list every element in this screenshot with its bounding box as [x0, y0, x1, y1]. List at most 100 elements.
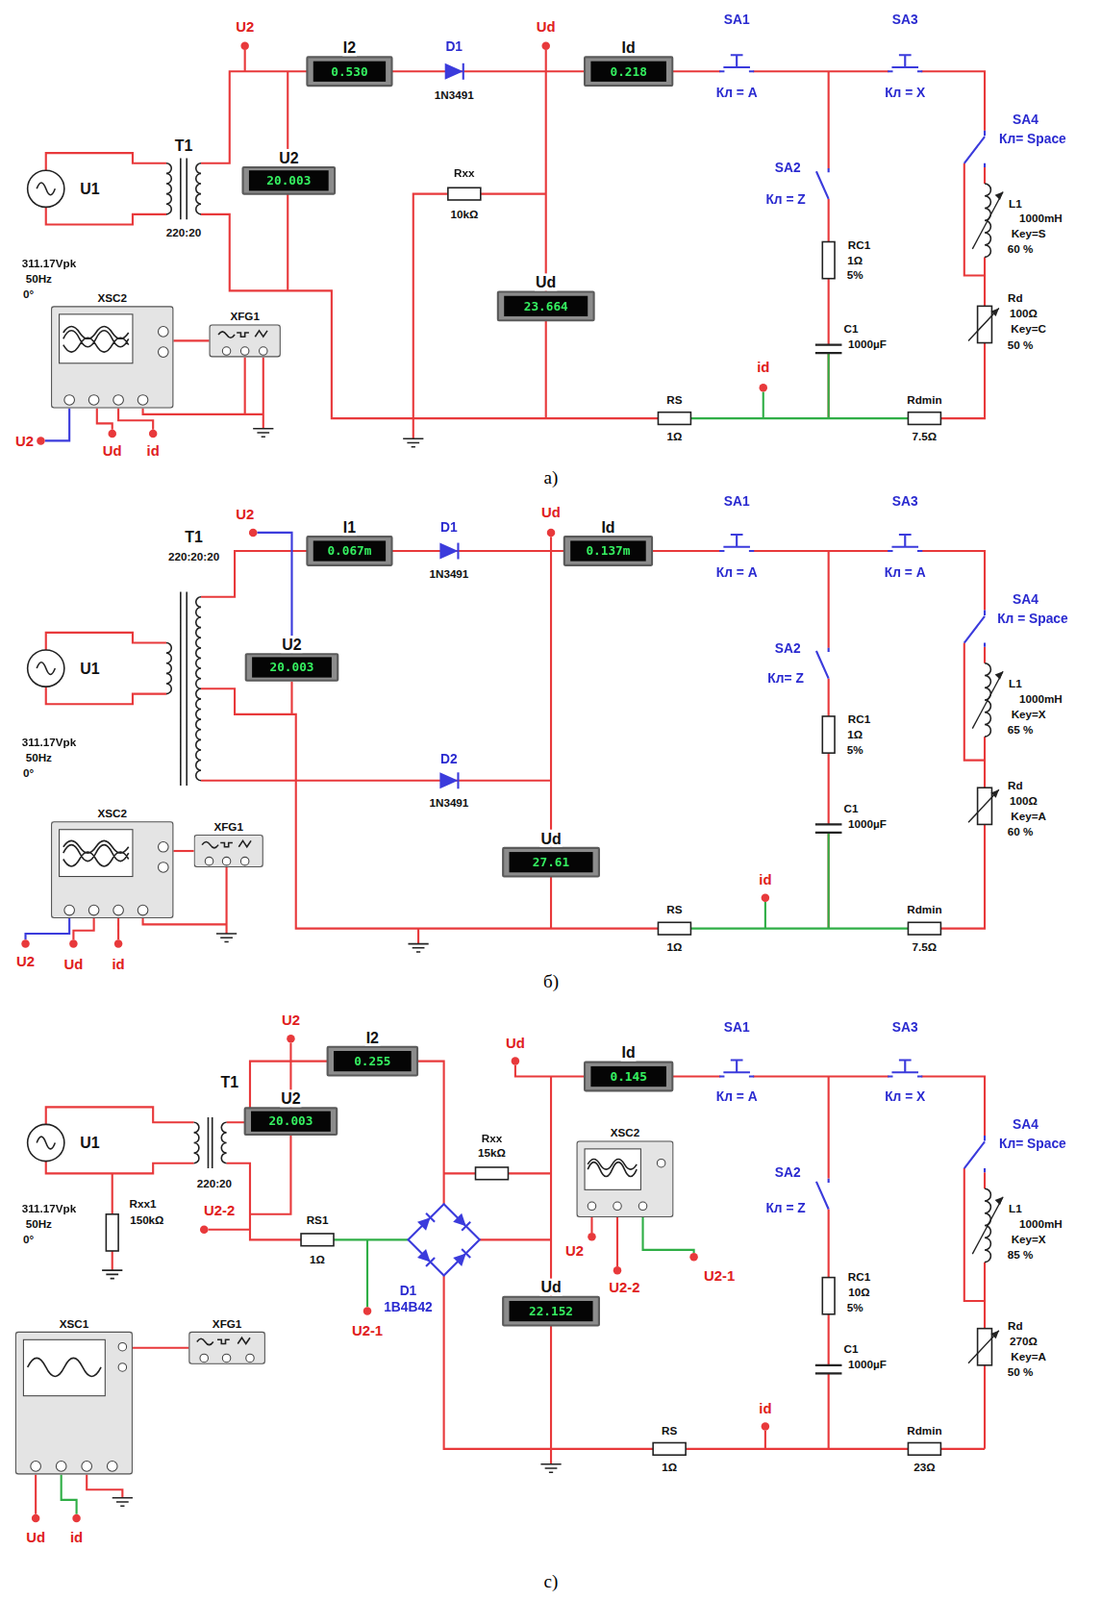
- switch-label: Кл = X: [883, 1089, 926, 1105]
- component-value: L1: [1007, 198, 1024, 211]
- diode-symbol: [445, 63, 464, 80]
- ground-symbol: [112, 1498, 133, 1506]
- switch-label: SA3: [891, 494, 920, 510]
- component-value: 1000mH: [1018, 211, 1064, 225]
- switch-label: SA1: [723, 494, 751, 510]
- instrument-name: Ud: [534, 273, 557, 291]
- component-value: 1N3491: [427, 568, 470, 581]
- component-value: C1: [842, 322, 859, 335]
- switch-label: Кл = A: [715, 565, 759, 581]
- terminals: [30, 1342, 127, 1472]
- component-value: Rхх1: [128, 1197, 158, 1210]
- meter-reading: 0.255: [333, 1050, 412, 1072]
- ground-symbol: [101, 1270, 123, 1278]
- component-value: Key=S: [1010, 226, 1048, 240]
- probe-label: Ud: [101, 442, 124, 459]
- probe-dot: [107, 429, 116, 438]
- resistor-symbol: [448, 187, 481, 201]
- diode-symbol: [452, 1213, 471, 1231]
- probe-label: U2: [14, 432, 35, 450]
- meter-reading: 0.067m: [313, 540, 386, 561]
- probe-dot: [31, 1514, 40, 1523]
- probe-label: U2-1: [350, 1322, 384, 1339]
- instrument-name: I1: [342, 518, 357, 536]
- instrument-name: XSC1: [58, 1317, 91, 1330]
- meter-display: Ud22.152: [501, 1296, 601, 1327]
- waveform: [587, 1158, 637, 1177]
- meter-reading: 0.137m: [570, 540, 647, 561]
- meter-reading: 20.003: [249, 170, 329, 191]
- component-value: 1N3491: [427, 796, 470, 809]
- meter-display: I20.255: [326, 1046, 420, 1077]
- probe-label: id: [146, 442, 161, 459]
- meter-display: Ud27.61: [501, 847, 601, 878]
- component-value: 60 %: [1006, 825, 1035, 838]
- oscilloscope: XSC2: [576, 1140, 675, 1218]
- oscilloscope: XSC2: [50, 821, 174, 919]
- transformer-coil: [194, 1117, 227, 1169]
- diode-symbol: [439, 772, 458, 789]
- resistor-symbol: [822, 1277, 835, 1315]
- switch-label: SA3: [891, 1021, 920, 1037]
- waveform: [197, 1337, 251, 1345]
- generator-body: [188, 1331, 266, 1365]
- component-value: 100Ω: [1008, 306, 1039, 320]
- component-value: 100Ω: [1008, 794, 1039, 807]
- probe-label: Ud: [62, 955, 84, 973]
- pushbutton-symbol: [887, 54, 923, 76]
- component-value: Key=A: [1009, 809, 1048, 823]
- probe-dot: [761, 894, 770, 902]
- switch-label: SA2: [774, 641, 802, 657]
- component-value: 50 %: [1006, 338, 1035, 351]
- component-value: 1N3491: [433, 88, 476, 101]
- instrument-name: I2: [342, 38, 357, 56]
- component-value: Rхх: [480, 1132, 504, 1146]
- caption: а): [543, 467, 560, 489]
- ground-symbol: [402, 438, 424, 447]
- component-value: 50Hz: [25, 272, 53, 285]
- switch-label: SA1: [723, 12, 751, 28]
- component-label: U1: [78, 659, 101, 677]
- switch-symbol: [964, 1135, 991, 1173]
- oscilloscope-body: [50, 305, 174, 408]
- wire: [61, 1210, 695, 1515]
- instrument-name: Ud: [539, 828, 562, 847]
- meter-display: I20.530: [305, 55, 393, 87]
- instrument-name: XSC2: [609, 1126, 642, 1140]
- switch-label: SA3: [891, 12, 920, 28]
- component-value: 50Hz: [25, 1218, 53, 1231]
- probe-dot: [613, 1266, 622, 1275]
- probe-dot: [21, 939, 29, 948]
- component-label: T1: [183, 527, 204, 546]
- component-label: U1: [78, 179, 101, 198]
- instrument-name: XFG1: [211, 1317, 244, 1330]
- meter-display: Id0.218: [583, 55, 674, 87]
- ground-symbol: [540, 1464, 561, 1473]
- instrument-name: Id: [600, 518, 616, 536]
- switch-label: D2: [439, 752, 459, 769]
- component-value: RC1: [847, 1271, 872, 1284]
- resistor-symbol: [475, 1167, 509, 1180]
- component-value: Key=A: [1009, 1351, 1048, 1364]
- component-value: 311.17Vpk: [21, 736, 78, 750]
- terminals: [200, 1353, 254, 1362]
- meter-reading: 27.61: [509, 851, 594, 873]
- terminals: [64, 841, 169, 915]
- component-value: Key=X: [1010, 707, 1048, 721]
- probe-label: id: [757, 1400, 773, 1417]
- switch-label: SA4: [1011, 1118, 1040, 1134]
- component-value: 5%: [846, 1301, 865, 1315]
- component-value: 60 %: [1006, 242, 1035, 255]
- terminals: [222, 347, 268, 355]
- probe-label: U2-1: [702, 1267, 736, 1284]
- meter-reading: 0.218: [590, 61, 667, 82]
- variable-resistor-symbol: [968, 305, 1000, 343]
- meter-reading: 20.003: [251, 656, 332, 677]
- oscilloscope-screen: [59, 829, 133, 877]
- probe-label: id: [69, 1529, 84, 1547]
- instrument-name: U2: [280, 635, 302, 653]
- switch-label: Кл= Space: [998, 131, 1068, 148]
- component-value: Rхх: [452, 167, 476, 180]
